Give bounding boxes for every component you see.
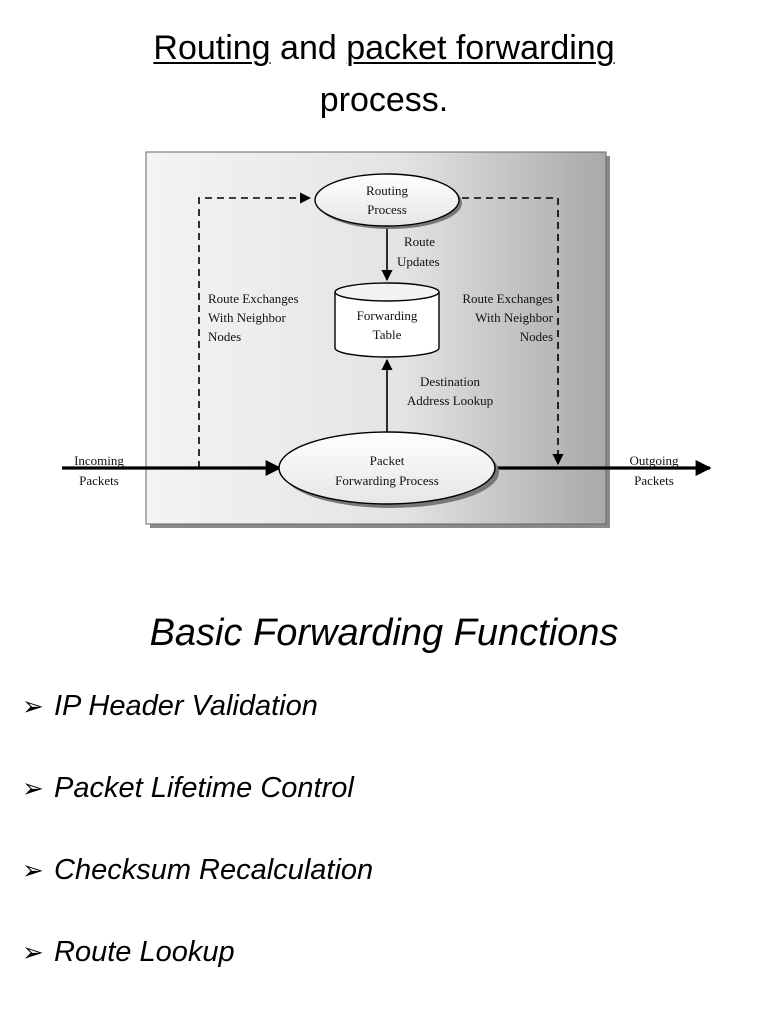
list-item: ➢ IP Header Validation (22, 686, 373, 768)
list-item-label: IP Header Validation (54, 690, 318, 722)
arrow-bullet-icon: ➢ (22, 773, 44, 803)
dashed-path-left (198, 192, 312, 468)
outgoing-packets-label-1: Outgoing (629, 453, 679, 468)
list-item: ➢ Checksum Recalculation (22, 850, 373, 932)
arrow-bullet-icon: ➢ (22, 855, 44, 885)
outgoing-packets-label-2: Packets (634, 473, 674, 488)
packet-forwarding-node (278, 431, 496, 505)
route-updates-label-1: Route (404, 234, 435, 249)
list-item-label: Route Lookup (54, 936, 235, 968)
packet-forwarding-label-2: Forwarding Process (335, 473, 439, 488)
route-exchanges-left-3: Nodes (208, 329, 241, 344)
title-process: process. (319, 81, 449, 119)
route-exchanges-left-1: Route Exchanges (208, 291, 299, 306)
forwarding-table-label-2: Table (373, 327, 402, 342)
route-exchanges-right-1: Route Exchanges (462, 291, 553, 306)
packet-forwarding-label-1: Packet (370, 453, 405, 468)
dashed-path-right (462, 197, 564, 466)
routing-process-label-2: Process (367, 202, 407, 217)
list-item: ➢ Route Lookup (22, 932, 373, 1014)
route-exchanges-left-2: With Neighbor (208, 310, 286, 325)
arrow-bullet-icon: ➢ (22, 937, 44, 967)
section-heading: Basic Forwarding Functions (149, 612, 619, 654)
page-title: Routing and packet forwarding (0, 26, 768, 70)
routing-process-node (314, 173, 460, 227)
route-updates-label-2: Updates (397, 254, 440, 269)
forwarding-functions-list: ➢ IP Header Validation ➢ Packet Lifetime… (22, 686, 373, 1014)
arrow-bullet-icon: ➢ (22, 691, 44, 721)
routing-forwarding-diagram: Routing Process Route Updates Forwarding… (62, 151, 712, 528)
forwarding-table-label-1: Forwarding (357, 308, 418, 323)
forwarding-table-node (334, 282, 440, 358)
title-routing: Routing (153, 29, 271, 67)
routing-process-label-1: Routing (366, 183, 408, 198)
destination-lookup-label-1: Destination (420, 374, 480, 389)
route-exchanges-right-3: Nodes (520, 329, 553, 344)
incoming-packets-label-1: Incoming (74, 453, 124, 468)
destination-lookup-label-2: Address Lookup (407, 393, 493, 408)
route-exchanges-right-2: With Neighbor (475, 310, 553, 325)
title-packet-forwarding: packet forwarding (346, 29, 615, 67)
list-item-label: Packet Lifetime Control (54, 772, 354, 804)
list-item-label: Checksum Recalculation (54, 854, 374, 886)
list-item: ➢ Packet Lifetime Control (22, 768, 373, 850)
incoming-packets-label-2: Packets (79, 473, 119, 488)
title-and: and (280, 29, 337, 67)
